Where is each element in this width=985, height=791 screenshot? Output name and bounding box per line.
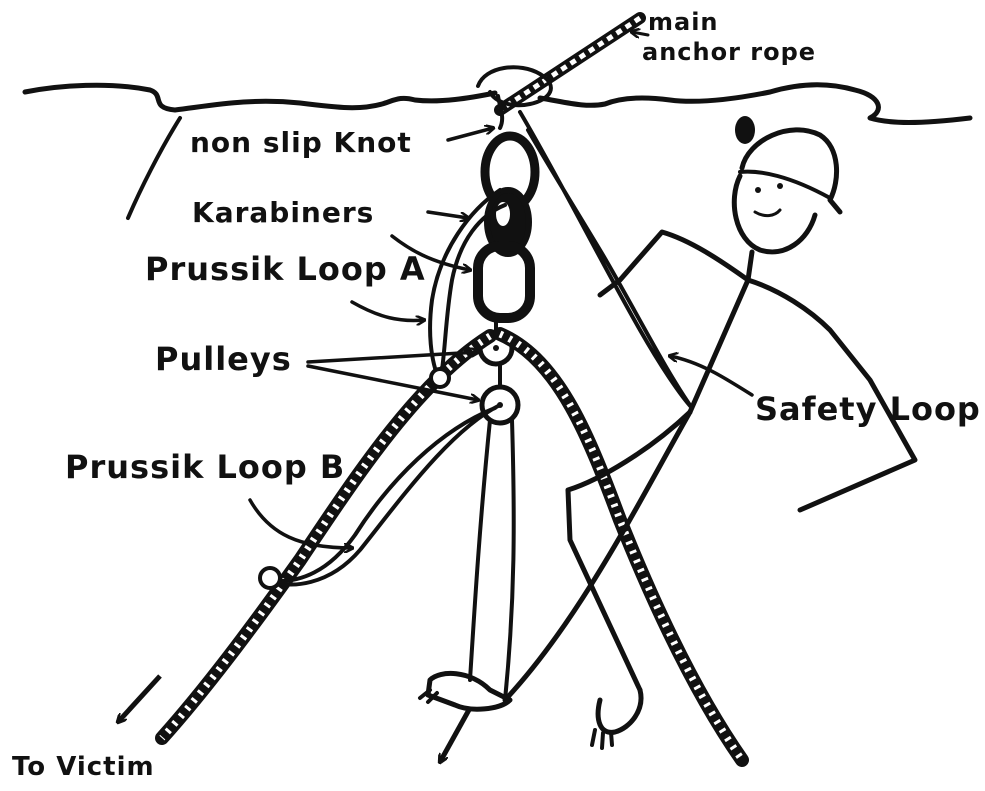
label-safety-loop: Safety Loop: [755, 390, 981, 428]
main-anchor-rope: [500, 18, 640, 110]
prussik-b-knot: [260, 568, 280, 588]
label-main: main: [648, 8, 719, 36]
main-anchor-rope-arrow: [632, 32, 648, 35]
haul-rope-right: [500, 334, 742, 760]
cliff-edge-line: [25, 85, 970, 123]
down-arrow: [440, 708, 470, 762]
lower-karabiner: [478, 246, 530, 318]
prussik-a-arrow-2: [352, 302, 424, 320]
non-slip-knot-arrow: [448, 128, 493, 140]
karabiners-arrow: [428, 212, 468, 218]
label-karabiners: Karabiners: [192, 196, 374, 229]
label-prussik-loop-b: Prussik Loop B: [65, 448, 345, 486]
label-to-victim: To Victim: [12, 752, 155, 782]
label-pulleys: Pulleys: [155, 340, 292, 378]
label-prussik-loop-a: Prussik Loop A: [145, 250, 426, 288]
upper-pulley-axle: [493, 345, 499, 351]
label-anchor-rope: anchor rope: [642, 38, 816, 66]
to-victim-arrow: [118, 676, 160, 722]
label-non-slip-knot: non slip Knot: [190, 126, 412, 159]
pulley-rope-down: [470, 420, 514, 700]
prussik-a-knot: [431, 369, 449, 387]
haul-rope-left: [162, 336, 490, 738]
cliff-face-line: [128, 118, 180, 218]
